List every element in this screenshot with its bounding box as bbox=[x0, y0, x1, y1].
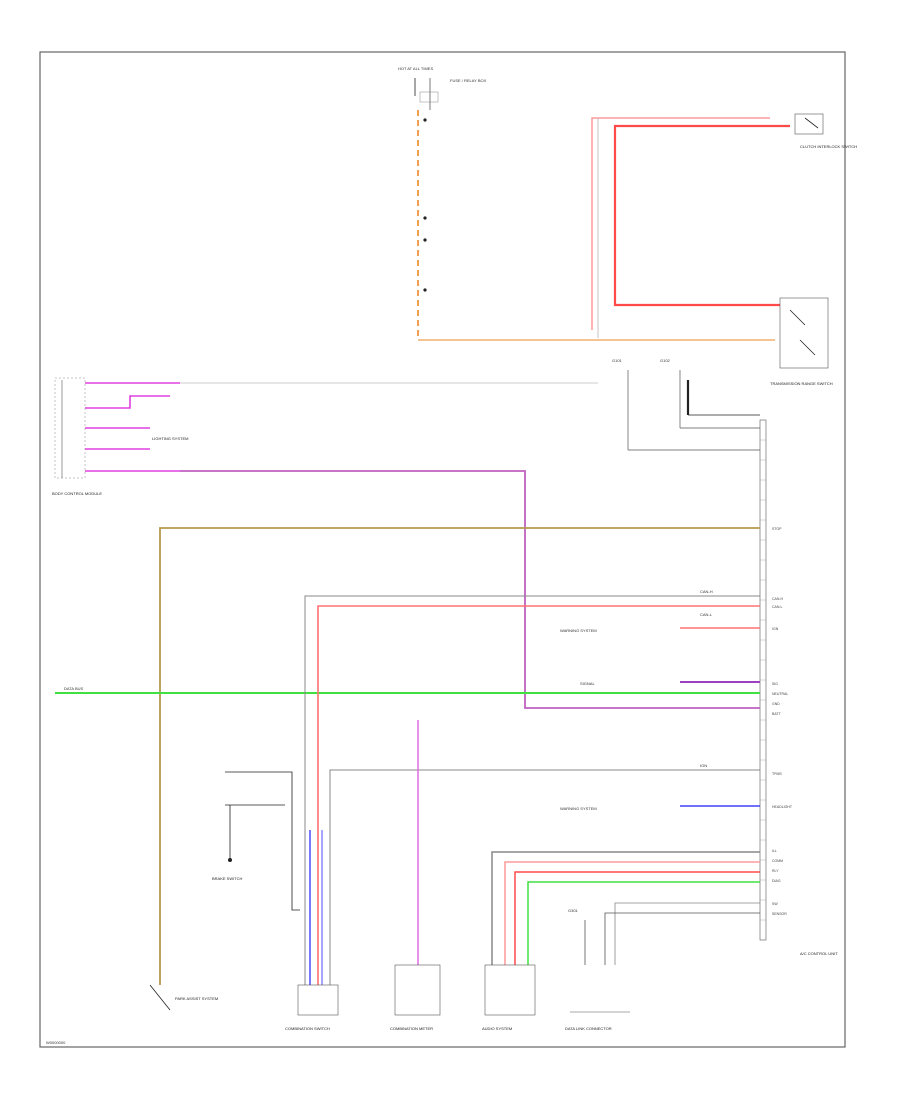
green-bus-label: DATA BUS bbox=[64, 686, 84, 691]
audio-system-label: AUDIO SYSTEM bbox=[482, 1026, 512, 1031]
diagram-frame bbox=[39, 51, 846, 1048]
trans-range-switch: TRANSMISSION RANGE SWITCH bbox=[770, 297, 833, 386]
red-can-wire bbox=[317, 605, 760, 985]
signal-label: SIGNAL bbox=[580, 681, 595, 686]
ecu-pin-3: IGN bbox=[772, 627, 779, 631]
gray-can-wire bbox=[304, 595, 760, 985]
ecu-pin-12: RLY bbox=[772, 869, 779, 873]
ecu-pin-5: NEUTRAL bbox=[772, 692, 788, 696]
combination-switch-label: COMBINATION SWITCH bbox=[285, 1026, 330, 1031]
can-hi-label: CAN-H bbox=[700, 589, 713, 594]
ecu-pin-10: ILL bbox=[772, 849, 777, 853]
combination-meter-label: COMBINATION METER bbox=[390, 1026, 433, 1031]
red-loop-outer bbox=[591, 117, 770, 330]
ecu-pin-0: STOP bbox=[772, 527, 782, 531]
g102-label: G102 bbox=[660, 358, 671, 363]
ecu-pin-2: CAN-L bbox=[772, 605, 783, 609]
trans-range-switch-label: TRANSMISSION RANGE SWITCH bbox=[770, 381, 833, 386]
ecu-pin-6: GND bbox=[772, 702, 780, 706]
ecu-pin-13: DIAG bbox=[772, 879, 781, 883]
g301-label: G301 bbox=[568, 908, 579, 913]
park-assist-label: PARK ASSIST SYSTEM bbox=[175, 996, 218, 1001]
ecu-pin-11: COMM bbox=[772, 859, 783, 863]
warning-system-label-2: WARNING SYSTEM bbox=[560, 806, 597, 811]
data-link-label: DATA LINK CONNECTOR bbox=[565, 1026, 612, 1031]
warning-system-label-1: WARNING SYSTEM bbox=[560, 628, 597, 633]
ecu-pin-1: CAN-H bbox=[772, 597, 784, 601]
brake-switch-label: BRAKE SWITCH bbox=[212, 876, 243, 881]
hot-fuse-label: HOT AT ALL TIMES bbox=[398, 66, 433, 71]
ground-g101: G101 bbox=[612, 358, 760, 451]
clutch-switch: CLUTCH INTERLOCK SWITCH bbox=[794, 113, 857, 149]
audio-system: AUDIO SYSTEM bbox=[482, 964, 536, 1031]
ecu-name: A/C CONTROL UNIT bbox=[800, 951, 838, 956]
ground-g102: G102 bbox=[660, 358, 760, 429]
ecu-pin-7: BATT bbox=[772, 712, 782, 716]
ignition-label: IGN bbox=[700, 763, 707, 768]
left-junction-label: BODY CONTROL MODULE bbox=[52, 491, 102, 496]
ecu-pin-8: TPMS bbox=[772, 772, 782, 776]
hot-fuse-block: HOT AT ALL TIMES FUSE / RELAY BOX bbox=[398, 66, 487, 110]
left-junction-block: BODY CONTROL MODULE bbox=[52, 377, 102, 496]
g101-label: G101 bbox=[612, 358, 623, 363]
ecu-pin-4: SIG bbox=[772, 682, 778, 686]
ecu-pin-14: SW bbox=[772, 902, 778, 906]
lighting-system-label: LIGHTING SYSTEM bbox=[152, 436, 188, 441]
magenta-wires bbox=[85, 382, 180, 472]
audio-wires bbox=[491, 851, 760, 965]
tan-end-component: PARK ASSIST SYSTEM bbox=[149, 984, 218, 1011]
page-code: W0000000 bbox=[46, 1040, 66, 1045]
combination-switch: COMBINATION SWITCH bbox=[285, 984, 339, 1031]
combo-switch-wires bbox=[309, 830, 323, 985]
gray-ign-wire bbox=[329, 769, 760, 985]
tan-wire bbox=[159, 527, 760, 985]
red-loop-inner bbox=[613, 124, 790, 307]
ecu-pin-9: HEADLIGHT bbox=[772, 805, 793, 809]
brake-switch: BRAKE SWITCH bbox=[212, 771, 300, 911]
orange-connectors bbox=[423, 118, 427, 292]
can-lo-label: CAN-L bbox=[700, 612, 713, 617]
data-link-connector: G301 DATA LINK CONNECTOR bbox=[565, 902, 760, 1031]
violet-long-wire bbox=[180, 470, 760, 709]
ecu-pin-15: SENSOR bbox=[772, 912, 787, 916]
combination-meter: COMBINATION METER bbox=[390, 720, 441, 1031]
clutch-switch-label: CLUTCH INTERLOCK SWITCH bbox=[800, 144, 857, 149]
fuse-box-label: FUSE / RELAY BOX bbox=[450, 78, 487, 83]
ecu-connector: STOP CAN-H CAN-L IGN SIG NEUTRAL GND BAT… bbox=[759, 419, 838, 956]
